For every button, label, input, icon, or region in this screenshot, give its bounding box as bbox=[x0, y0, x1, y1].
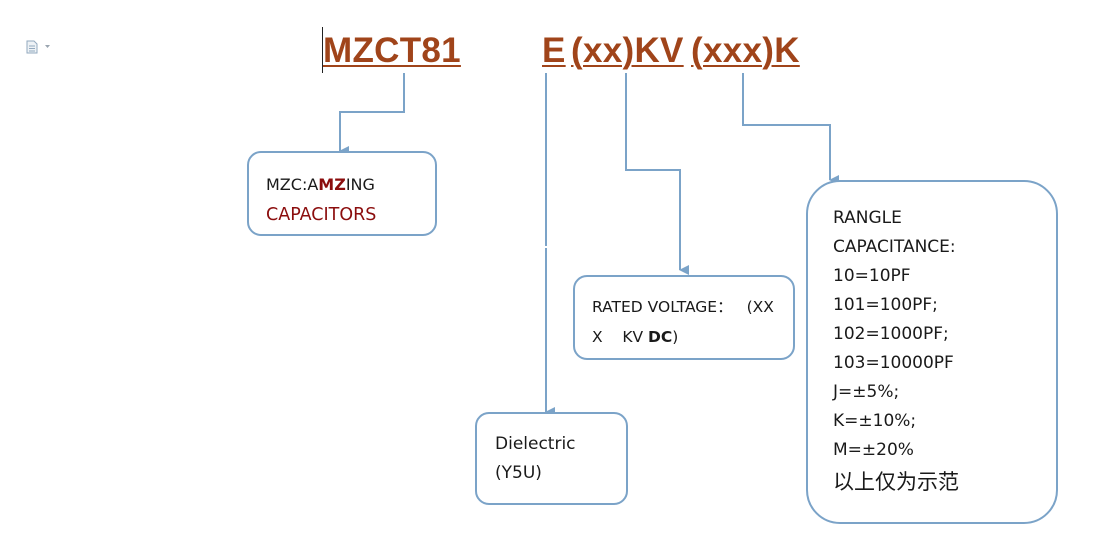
mzc-box: MZC:AMZING CAPACITORS bbox=[247, 151, 437, 236]
rated-voltage-box: RATED VOLTAGE： (XX X KV DC) bbox=[573, 275, 795, 360]
cap-line-1: RANGLE bbox=[833, 208, 902, 228]
cap-line-5: 102=1000PF; bbox=[833, 324, 949, 344]
cap-note: 以上仅为示范 bbox=[833, 470, 959, 494]
connector-voltage-to-box bbox=[625, 73, 689, 275]
voltage-value-start: (XX bbox=[746, 298, 774, 316]
cap-line-3: 10=10PF bbox=[833, 266, 911, 286]
cap-line-4: 101=100PF; bbox=[833, 295, 938, 315]
voltage-dc: DC bbox=[648, 328, 673, 346]
voltage-line-2: X KV DC) bbox=[592, 322, 793, 352]
voltage-unit: X KV bbox=[592, 328, 649, 346]
dielectric-box: Dielectric (Y5U) bbox=[475, 412, 628, 505]
dropdown-caret-icon bbox=[45, 45, 50, 48]
mzc-suffix: ING bbox=[345, 175, 375, 194]
cap-line-2: CAPACITANCE: bbox=[833, 237, 956, 257]
dielectric-line-1: Dielectric bbox=[495, 434, 576, 454]
connector-capacitance-to-box bbox=[742, 73, 839, 185]
cap-line-6: 103=10000PF bbox=[833, 353, 954, 373]
cap-line-8: K=±10%; bbox=[833, 411, 917, 431]
mzc-line-2: CAPACITORS bbox=[266, 205, 377, 225]
code-capacitance: (xxx)K bbox=[691, 31, 800, 70]
text-cursor bbox=[322, 27, 323, 73]
connector-series-to-mzc bbox=[339, 73, 405, 156]
mzc-prefix: MZC:A bbox=[266, 175, 319, 194]
dielectric-line-2: (Y5U) bbox=[495, 463, 542, 483]
cap-line-7: J=±5%; bbox=[833, 382, 900, 402]
document-icon[interactable] bbox=[26, 40, 54, 54]
code-series: MZCT81 bbox=[323, 31, 461, 70]
voltage-close: ) bbox=[672, 328, 679, 346]
cap-line-9: M=±20% bbox=[833, 440, 914, 460]
voltage-line-1: RATED VOLTAGE： (XX bbox=[592, 292, 793, 322]
code-voltage: (xx)KV bbox=[571, 31, 684, 70]
code-dielectric: E bbox=[542, 31, 566, 70]
capacitance-box: RANGLE CAPACITANCE: 10=10PF 101=100PF; 1… bbox=[806, 180, 1058, 524]
mzc-line-1: MZC:AMZING bbox=[266, 169, 435, 200]
mzc-highlight: MZ bbox=[318, 175, 346, 194]
voltage-label: RATED VOLTAGE： bbox=[592, 298, 733, 316]
